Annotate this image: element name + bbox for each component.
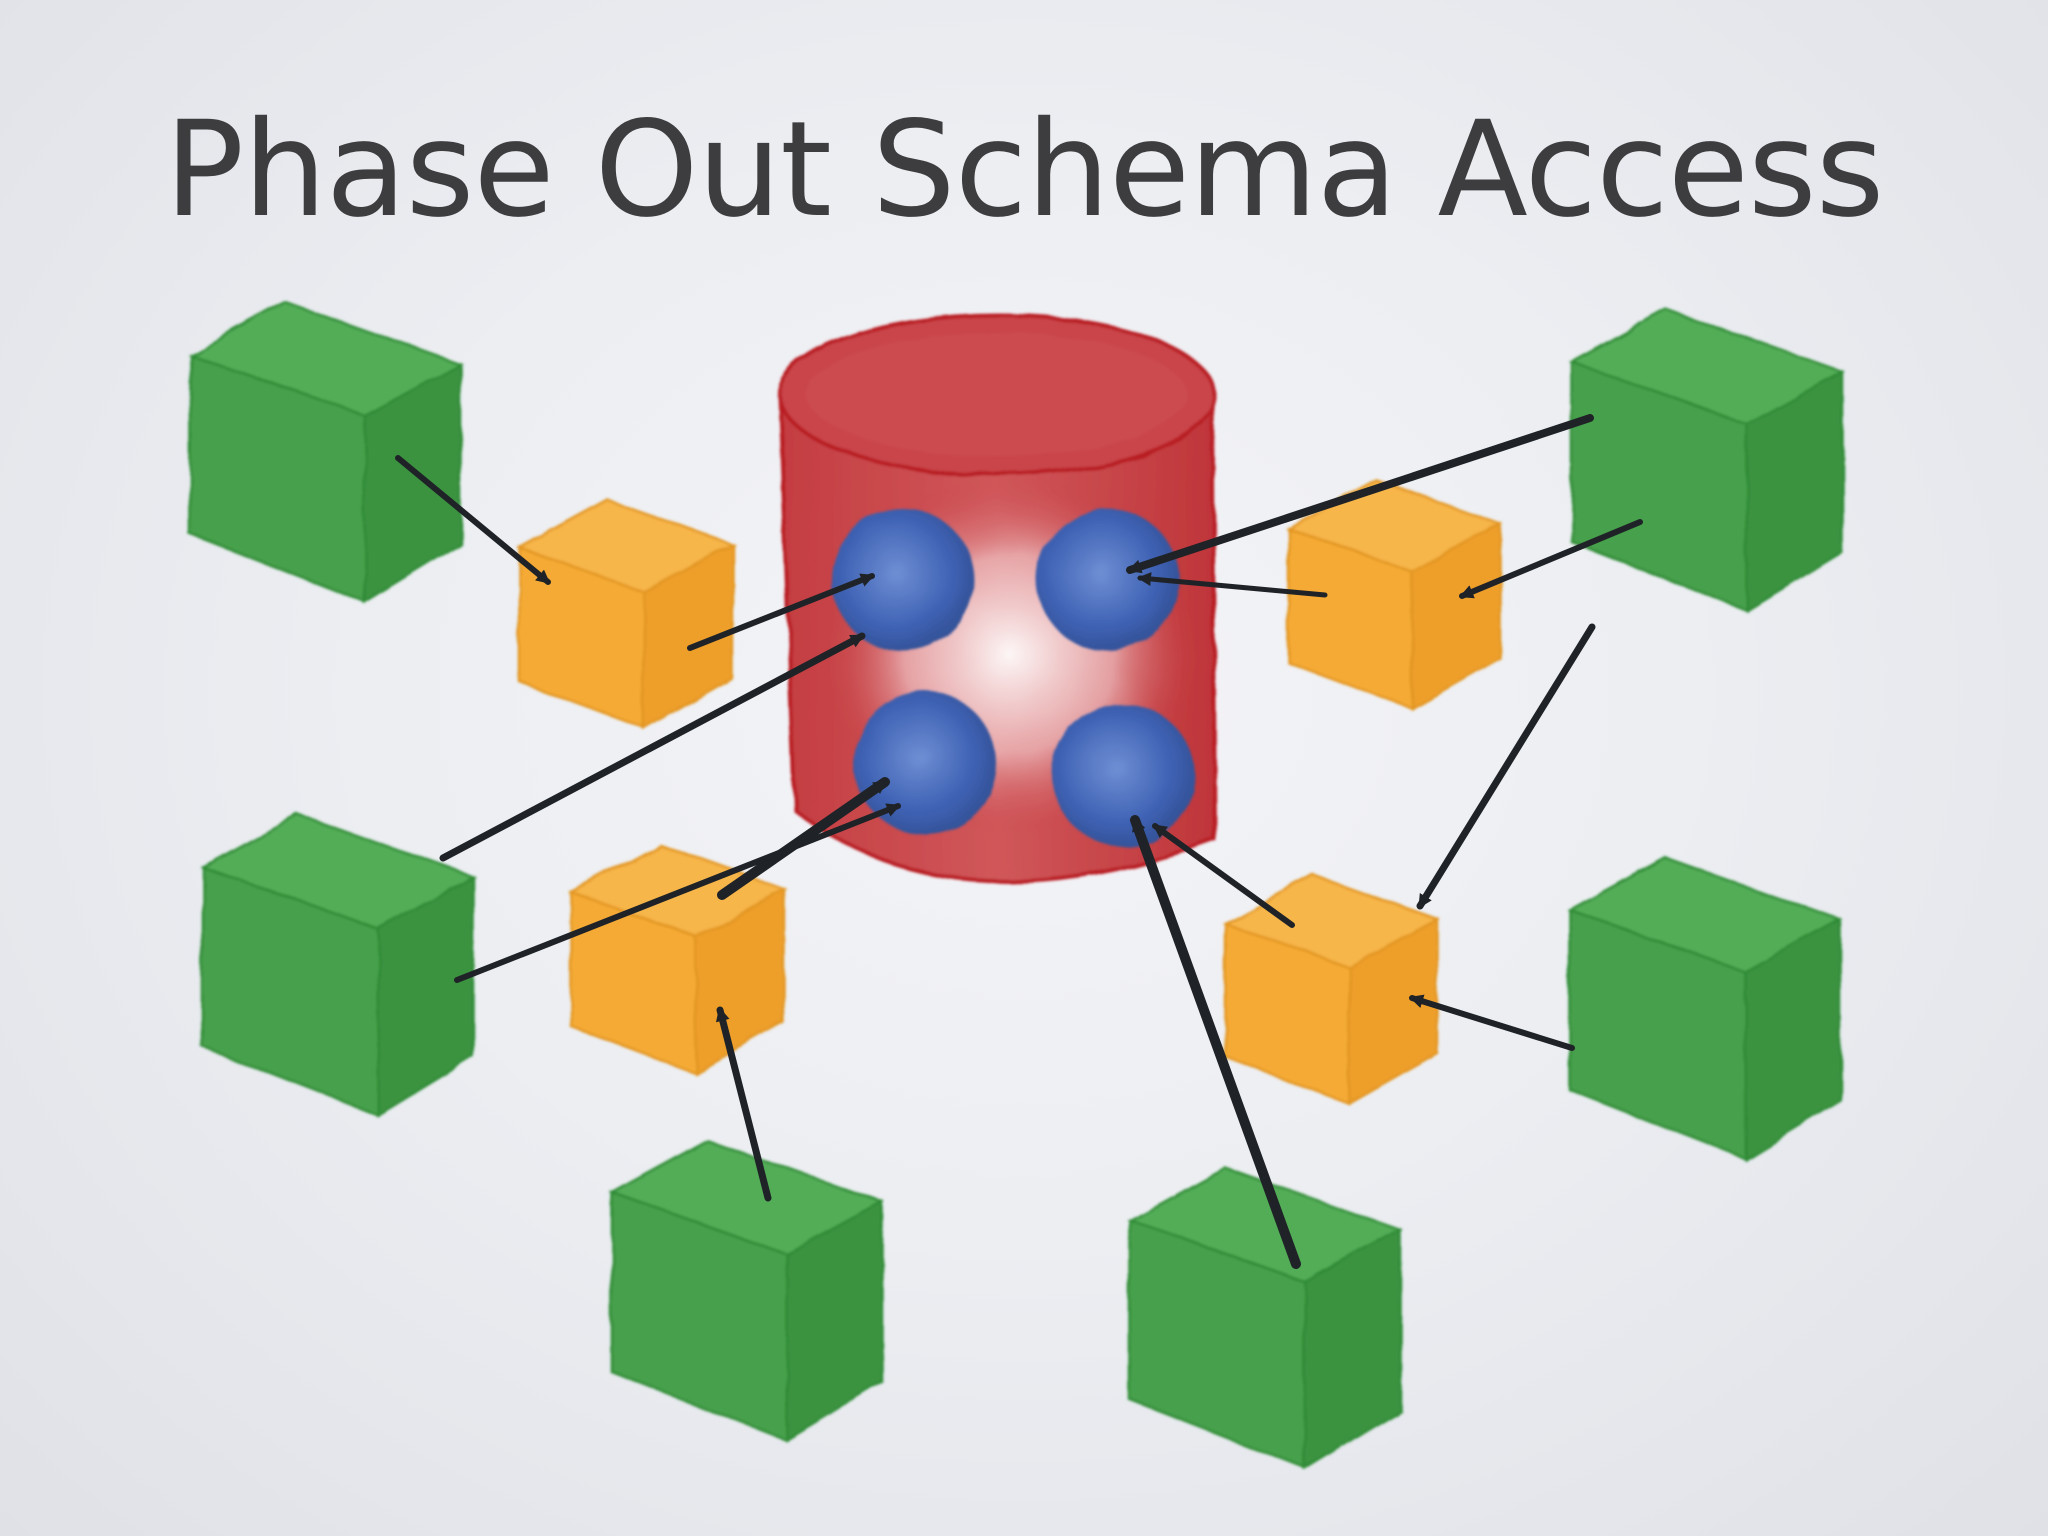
arrow-icon [715, 1006, 772, 1202]
schema-circles [832, 509, 1194, 846]
adapter-cube-icon [518, 498, 734, 730]
arrow-icon [1409, 994, 1575, 1051]
arrow-icon [1137, 572, 1328, 598]
schema-circle-icon [1052, 704, 1194, 846]
arrow-icon [1126, 414, 1594, 574]
arrow-icon [439, 632, 866, 862]
slide-title: Phase Out Schema Access [164, 93, 1885, 247]
adapter-cube-icon [1223, 873, 1439, 1105]
schema-circle-icon [832, 509, 974, 651]
schema-circle-icon [1037, 509, 1179, 651]
arrow-icon [395, 455, 551, 585]
arrow-icon [1416, 623, 1596, 910]
arrow-icon [687, 573, 875, 651]
service-cube-icon [188, 300, 462, 604]
service-cube-icon [1570, 308, 1844, 612]
arrow-icon [717, 777, 890, 900]
arrows [395, 414, 1643, 1269]
arrow-icon [1459, 519, 1643, 599]
service-cube-icon [1128, 1166, 1402, 1470]
service-cube-icon [1568, 856, 1842, 1160]
arrow-icon [454, 803, 901, 983]
service-cube-icon [610, 1138, 884, 1442]
arrow-icon [1152, 823, 1295, 928]
schema-circle-icon [854, 692, 996, 834]
arrow-icon [1130, 815, 1301, 1269]
service-cube-icon [201, 813, 475, 1117]
